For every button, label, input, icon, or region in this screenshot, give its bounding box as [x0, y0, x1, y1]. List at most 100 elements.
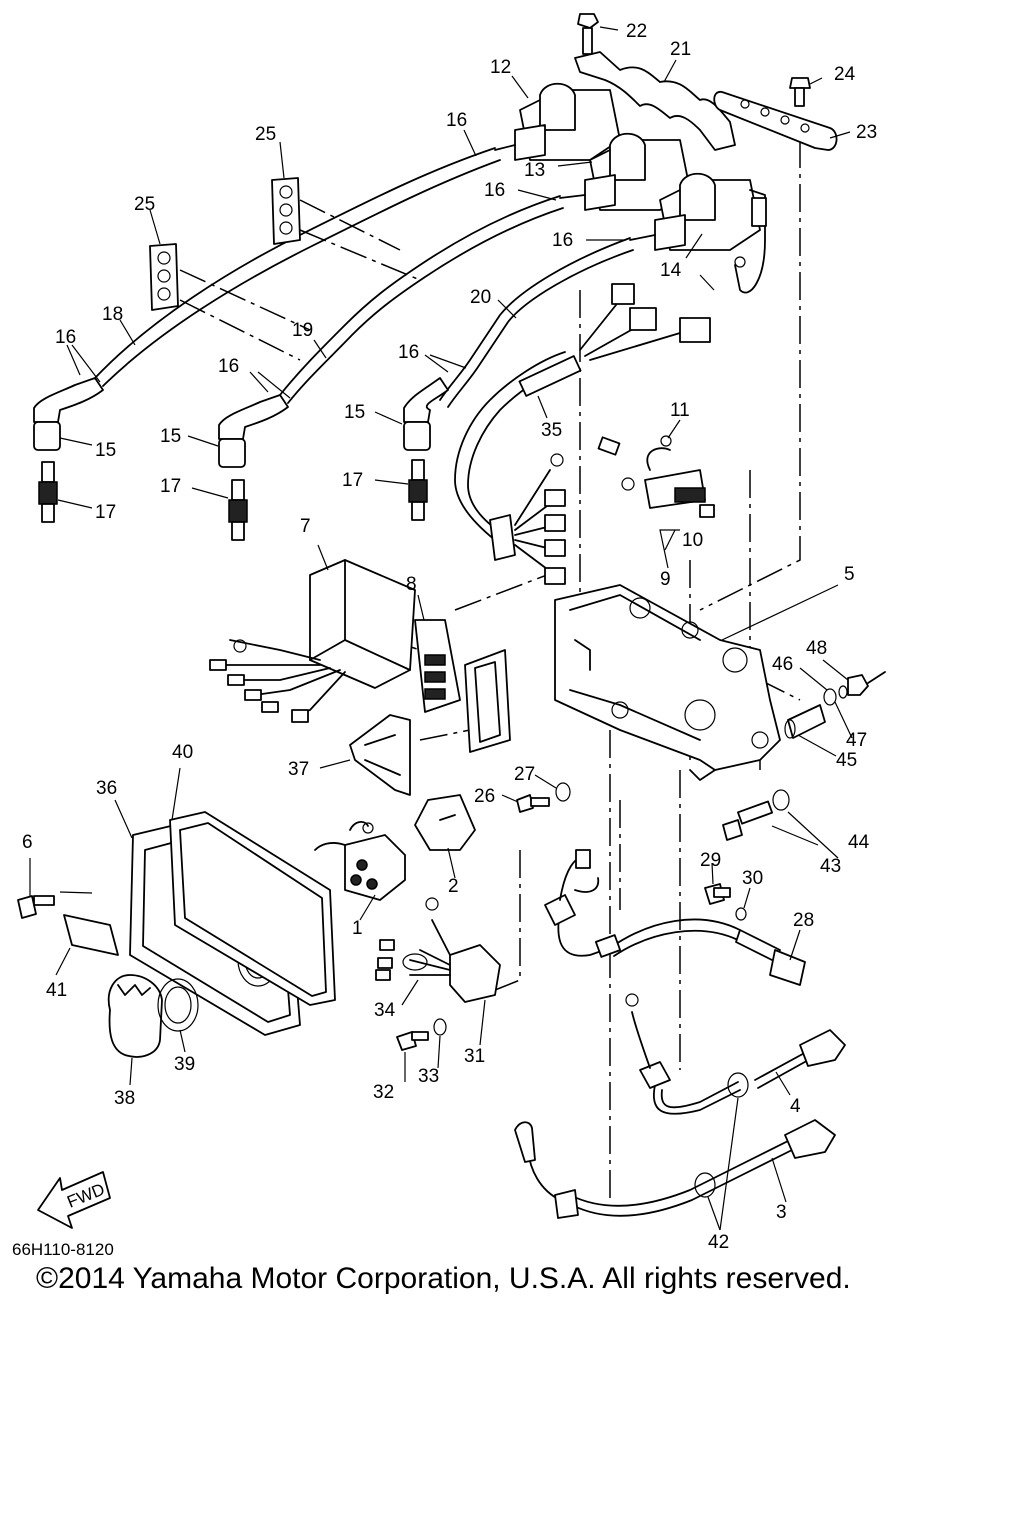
diagram-code: 66H110-8120: [12, 1240, 114, 1259]
callout-41: 41: [46, 980, 67, 1001]
washer-44: [772, 789, 790, 811]
callout-40: 40: [172, 742, 193, 763]
callout-3: 3: [776, 1202, 787, 1223]
callout-39: 39: [174, 1054, 195, 1075]
callout-38: 38: [114, 1088, 135, 1109]
ignition-coil-14: [629, 172, 767, 294]
callout-33: 33: [418, 1066, 439, 1087]
callout-21: 21: [670, 39, 691, 60]
plate-23: [713, 91, 838, 151]
callout-17-b: 17: [160, 476, 181, 497]
callout-16-c: 16: [552, 230, 573, 251]
callout-43: 43: [820, 856, 841, 877]
starter-relay-1: [314, 821, 406, 901]
callout-15-c: 15: [344, 402, 365, 423]
callout-16-a: 16: [446, 110, 467, 131]
callout-4: 4: [790, 1096, 801, 1117]
bolt-26: [516, 794, 550, 813]
callout-45: 45: [836, 750, 857, 771]
callout-16-e: 16: [218, 356, 239, 377]
connector-2: [414, 794, 476, 851]
ignition-coil-13: [559, 132, 691, 211]
copyright-notice: ©2014 Yamaha Motor Corporation, U.S.A. A…: [36, 1262, 851, 1295]
fwd-arrow-icon: FWD: [37, 1171, 111, 1229]
callout-2: 2: [448, 876, 459, 897]
battery-cable-3: [514, 1119, 836, 1219]
callout-42: 42: [708, 1232, 729, 1253]
callout-16-b: 16: [484, 180, 505, 201]
callout-10: 10: [682, 530, 703, 551]
callout-14: 14: [660, 260, 682, 281]
callout-36: 36: [96, 778, 117, 799]
callout-11: 11: [670, 400, 690, 421]
callout-31: 31: [464, 1046, 485, 1067]
bolt-43: [722, 800, 774, 841]
callout-22: 22: [626, 21, 647, 42]
sensor-cable-28: [544, 849, 806, 986]
callout-16-f: 16: [398, 342, 419, 363]
collar-45: [784, 704, 826, 739]
callout-17-c: 17: [342, 470, 363, 491]
plug-cap-15-left: [33, 377, 104, 451]
bolt-6: [17, 895, 55, 919]
label-41: [63, 914, 119, 956]
grommet-42: [694, 1072, 749, 1198]
nut-48: [847, 671, 886, 696]
cover-37: [349, 714, 411, 796]
bolt-22: [577, 13, 599, 55]
callout-labels: 22 21 24 23 12 13 14 16 16 16 16 16 16 2…: [22, 21, 877, 1253]
callout-13: 13: [524, 160, 545, 181]
washer-33: [433, 1018, 447, 1036]
electrical-bracket-5: [554, 584, 781, 781]
bolt-29: [704, 883, 731, 905]
callout-16-d: 16: [55, 327, 76, 348]
washer-30: [735, 907, 747, 921]
callout-7: 7: [300, 516, 311, 537]
plug-cap-15-mid: [218, 394, 289, 468]
callout-48: 48: [806, 638, 827, 659]
callout-35: 35: [541, 420, 562, 441]
washer-46: [838, 685, 848, 699]
wire-harness-35: [454, 283, 711, 585]
lead-clamp-25-upper: [271, 177, 301, 245]
spark-plug-17-right: [408, 459, 428, 521]
callout-19: 19: [292, 320, 313, 341]
spark-plug-17-left: [38, 461, 58, 523]
callout-29: 29: [700, 850, 721, 871]
callout-30: 30: [742, 868, 763, 889]
callout-20: 20: [470, 287, 491, 308]
ignition-coil-12: [494, 82, 621, 161]
leader-lines: [29, 26, 853, 1231]
callout-1: 1: [352, 918, 363, 939]
bolt-32: [396, 1031, 429, 1051]
callout-8: 8: [406, 574, 417, 595]
washer-27: [555, 782, 571, 802]
callout-23: 23: [856, 122, 877, 143]
callout-44: 44: [848, 832, 870, 853]
spark-plug-17-mid: [228, 479, 248, 541]
relay-bracket-8: [414, 619, 511, 753]
callout-24: 24: [834, 64, 856, 85]
callout-37: 37: [288, 759, 309, 780]
washer-47: [823, 688, 837, 706]
callout-32: 32: [373, 1082, 394, 1103]
callout-25-b: 25: [134, 194, 155, 215]
callout-15-b: 15: [160, 426, 181, 447]
callout-5: 5: [844, 564, 855, 585]
callout-28: 28: [793, 910, 814, 931]
callout-46: 46: [772, 654, 793, 675]
coil-bracket-21: [574, 51, 736, 151]
sensor-assembly-9: [597, 435, 715, 518]
callout-6: 6: [22, 832, 33, 853]
seal-39: [157, 978, 199, 1032]
callout-25-a: 25: [255, 124, 276, 145]
cdi-unit-7: [209, 559, 416, 723]
callout-18: 18: [102, 304, 123, 325]
callout-47: 47: [846, 730, 867, 751]
plug-cap-15-right: [403, 377, 449, 451]
lead-clamp-25-lower: [149, 243, 179, 311]
callout-15-a: 15: [95, 440, 116, 461]
cap-38: [107, 974, 163, 1058]
callout-17-a: 17: [95, 502, 116, 523]
